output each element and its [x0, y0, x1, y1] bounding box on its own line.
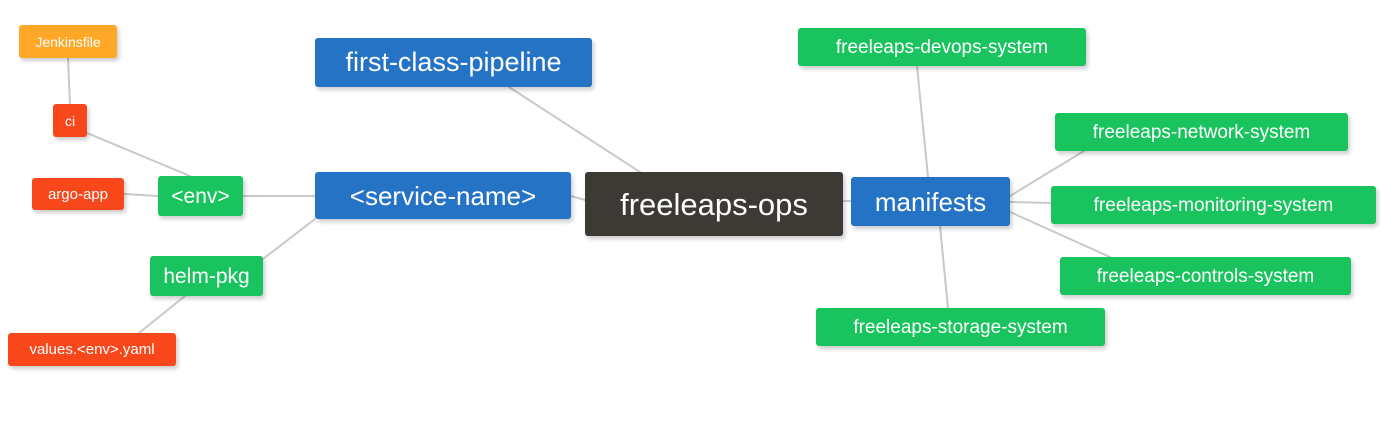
node-label: manifests	[874, 186, 987, 217]
node-freeleaps-controls-system[interactable]: freeleaps-controls-system	[1060, 257, 1351, 295]
node-ci[interactable]: ci	[53, 104, 87, 137]
node-label: freeleaps-controls-system	[1096, 265, 1315, 287]
node-label: <env>	[171, 184, 230, 208]
node-env[interactable]: <env>	[158, 176, 243, 216]
node-freeleaps-ops[interactable]: freeleaps-ops	[585, 172, 843, 236]
node-label: helm-pkg	[163, 264, 250, 288]
node-label: values.<env>.yaml	[29, 341, 155, 358]
edge-manifests-to-freeleaps-devops-system	[916, 65, 929, 178]
node-label: freeleaps-storage-system	[853, 316, 1068, 338]
node-label: ci	[64, 112, 76, 129]
node-label: freeleaps-ops	[620, 186, 808, 222]
node-label: freeleaps-devops-system	[835, 36, 1049, 58]
node-service-name[interactable]: <service-name>	[315, 172, 571, 219]
node-freeleaps-devops-system[interactable]: freeleaps-devops-system	[798, 28, 1086, 66]
edge-helm-pkg-to-values-env-yaml	[138, 295, 186, 334]
edge-manifests-to-freeleaps-storage-system	[939, 225, 949, 309]
node-label: first-class-pipeline	[345, 47, 562, 77]
node-label: freeleaps-monitoring-system	[1093, 194, 1334, 216]
edge-argo-app-to-env	[123, 193, 159, 197]
node-manifests[interactable]: manifests	[851, 177, 1010, 226]
edge-manifests-to-freeleaps-controls-system	[1009, 211, 1111, 258]
node-helm-pkg[interactable]: helm-pkg	[150, 256, 263, 296]
edge-manifests-to-freeleaps-network-system	[1009, 150, 1085, 197]
node-argo-app[interactable]: argo-app	[32, 178, 124, 210]
edge-first-class-pipeline-to-freeleaps-ops	[508, 86, 641, 173]
node-freeleaps-storage-system[interactable]: freeleaps-storage-system	[816, 308, 1105, 346]
edge-manifests-to-freeleaps-monitoring-system	[1009, 201, 1052, 204]
node-label: argo-app	[47, 185, 109, 203]
edge-service-name-to-helm-pkg	[262, 218, 316, 260]
node-freeleaps-monitoring-system[interactable]: freeleaps-monitoring-system	[1051, 186, 1376, 224]
edge-ci-to-env	[86, 132, 191, 177]
node-jenkinsfile[interactable]: Jenkinsfile	[19, 25, 117, 58]
node-label: Jenkinsfile	[35, 33, 101, 50]
node-values-env-yaml[interactable]: values.<env>.yaml	[8, 333, 176, 366]
node-label: freeleaps-network-system	[1092, 121, 1311, 143]
node-first-class-pipeline[interactable]: first-class-pipeline	[315, 38, 592, 87]
node-freeleaps-network-system[interactable]: freeleaps-network-system	[1055, 113, 1348, 151]
node-label: <service-name>	[349, 180, 537, 211]
edge-service-name-to-freeleaps-ops	[570, 195, 586, 201]
edge-jenkinsfile-to-ci	[67, 57, 71, 105]
